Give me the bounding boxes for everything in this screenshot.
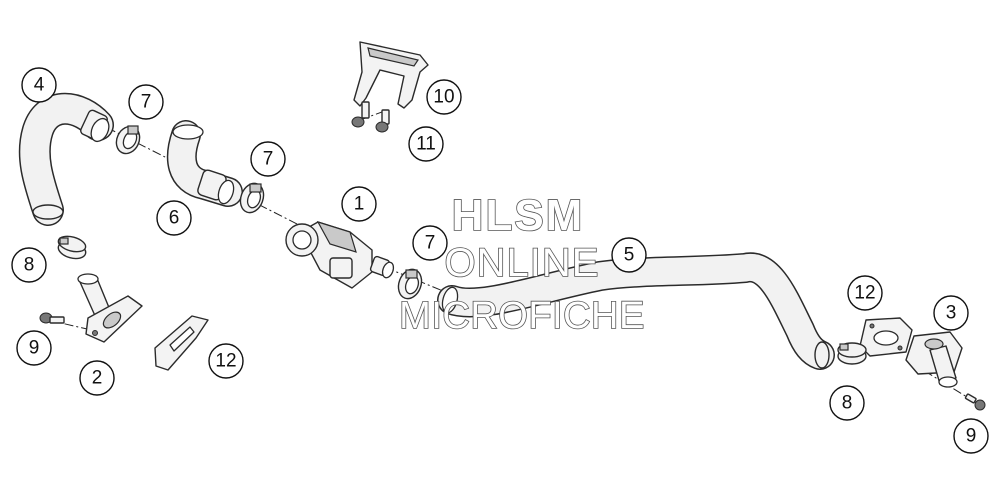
hose-clamp-part-7-b [239, 182, 265, 214]
clamp-part-8-a [57, 235, 87, 260]
hose-clamp-part-7-a [115, 125, 141, 155]
callout-1: 1 [341, 186, 377, 222]
flange-part-2 [77, 273, 143, 343]
callout-7-c: 7 [412, 225, 448, 261]
watermark-line-1: HLSM [452, 191, 585, 240]
svg-text:12: 12 [215, 351, 236, 372]
elbow-hose-part-6 [166, 120, 243, 207]
callout-2: 2 [79, 360, 115, 396]
hose-clamp-part-7-c [397, 268, 423, 300]
cover-part-12-b [859, 317, 913, 357]
bracket-part-10 [353, 41, 429, 109]
hose-part-4 [18, 92, 114, 226]
svg-text:9: 9 [29, 338, 40, 359]
callout-7-a: 7 [128, 84, 164, 120]
svg-text:9: 9 [966, 426, 977, 447]
flange-part-3 [905, 331, 963, 388]
valve-part-1 [285, 220, 395, 289]
svg-text:8: 8 [24, 255, 35, 276]
screw-part-9-a [39, 312, 65, 324]
svg-text:10: 10 [433, 87, 454, 108]
svg-text:12: 12 [854, 283, 875, 304]
callout-9-a: 9 [16, 330, 52, 366]
callout-11: 11 [408, 126, 444, 162]
callout-12-b: 12 [208, 343, 244, 379]
cover-part-12-a [154, 315, 209, 371]
svg-text:1: 1 [354, 194, 365, 215]
svg-text:7: 7 [141, 92, 152, 113]
screws-part-11 [351, 101, 390, 133]
svg-text:7: 7 [263, 149, 274, 170]
watermark: HLSM ONLINE MICROFICHE [398, 190, 645, 338]
callout-8-b: 8 [829, 385, 865, 421]
svg-text:4: 4 [34, 75, 45, 96]
callout-3: 3 [933, 295, 969, 331]
callout-9-b: 9 [953, 418, 989, 454]
clamp-part-8-b [837, 342, 867, 365]
watermark-line-3: MICROFICHE [399, 295, 645, 337]
svg-text:7: 7 [425, 233, 436, 254]
svg-text:11: 11 [416, 134, 436, 155]
svg-text:2: 2 [92, 368, 103, 389]
watermark-line-2: ONLINE [445, 241, 600, 285]
callouts: 1 2 3 4 5 6 7 7 7 8 8 9 9 10 11 12 12 [11, 67, 989, 454]
svg-text:8: 8 [842, 393, 853, 414]
callout-7-b: 7 [250, 141, 286, 177]
svg-text:3: 3 [946, 303, 957, 324]
hose-part-5 [437, 252, 835, 370]
svg-text:6: 6 [169, 208, 180, 229]
callout-8-a: 8 [11, 247, 47, 283]
callout-12-a: 12 [847, 275, 883, 311]
svg-text:5: 5 [624, 245, 635, 266]
callout-10: 10 [426, 79, 462, 115]
callout-6: 6 [156, 200, 192, 236]
screw-part-9-b [964, 393, 986, 411]
callout-5: 5 [611, 237, 647, 273]
callout-4: 4 [21, 67, 57, 103]
